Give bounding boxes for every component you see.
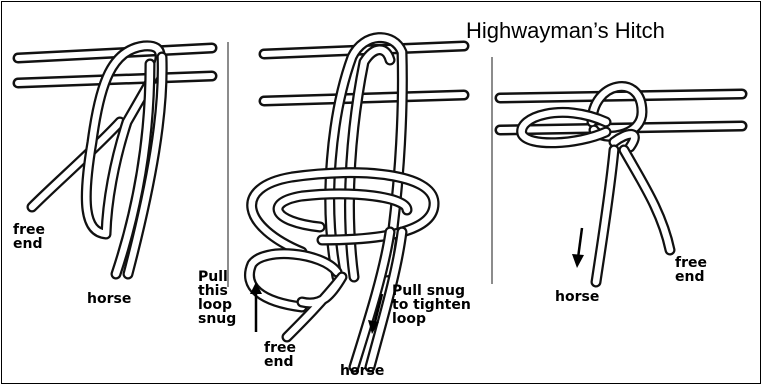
- panel-1-horse-label: horse: [87, 292, 131, 306]
- panel-2-horse-label: horse: [340, 364, 384, 378]
- panel-3-horse-label: horse: [555, 290, 599, 304]
- panel-2-pull-snug-label: Pull snug to tighten loop: [392, 284, 471, 326]
- panel-1-free-end-label: free end: [13, 223, 45, 251]
- panel-1-figure: [18, 46, 212, 274]
- pull-arrow-3: [572, 228, 584, 268]
- panel-3-figure: [500, 87, 742, 282]
- panel-2-free-end-label: free end: [264, 341, 296, 369]
- panel-3-free-end-label: free end: [675, 256, 707, 284]
- rope-3: [522, 87, 670, 282]
- panel-2-pull-loop-label: Pull this loop snug: [198, 270, 236, 326]
- diagram-title: Highwayman’s Hitch: [466, 18, 665, 44]
